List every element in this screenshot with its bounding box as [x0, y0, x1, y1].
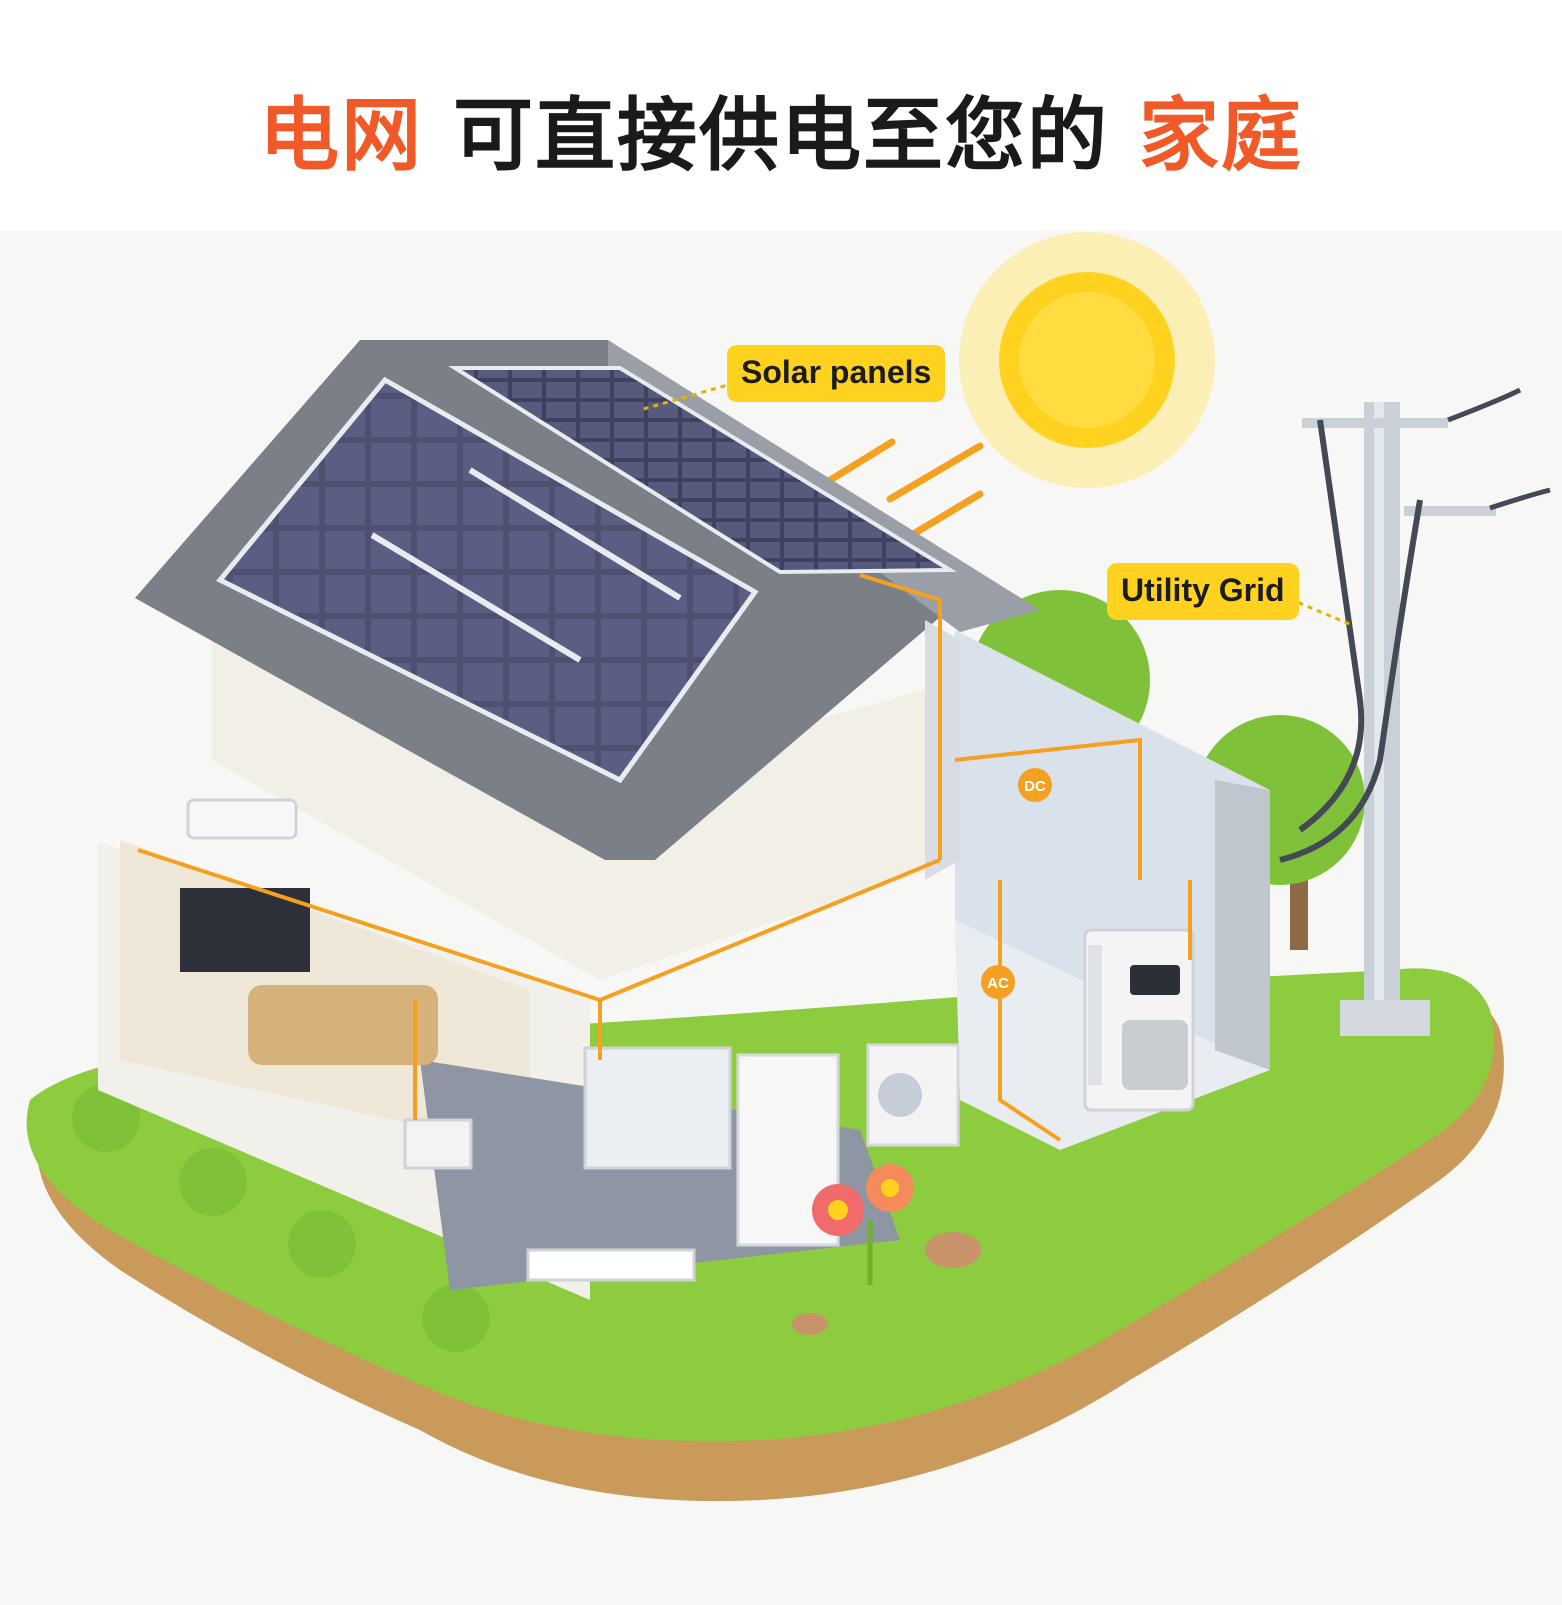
- house-wall-right: [1215, 780, 1270, 1070]
- solar-panel-near: [216, 376, 759, 784]
- wiring: [137, 573, 1192, 1142]
- headline: 电网 可直接供电至您的 家庭: [0, 92, 1562, 180]
- table-icon: [526, 1248, 696, 1282]
- house-side-wall: [925, 620, 960, 880]
- headline-accent-grid: 电网: [259, 89, 424, 182]
- headline-accent-home: 家庭: [1138, 89, 1303, 182]
- ac-badge: AC: [981, 965, 1015, 999]
- rock-icon: [792, 1313, 828, 1335]
- stove-icon: [583, 1046, 732, 1170]
- rock-icon: [925, 1232, 981, 1268]
- dc-label: DC: [1024, 778, 1046, 795]
- tv-icon: [180, 888, 310, 972]
- dc-badge: DC: [1018, 768, 1052, 802]
- microwave-icon: [403, 1118, 473, 1170]
- rocks: [792, 1232, 981, 1335]
- sofa-icon: [248, 985, 438, 1065]
- bush-icon: [179, 1148, 247, 1216]
- utility-grid-callout: Utility Grid: [1107, 563, 1299, 620]
- ac-label: AC: [987, 975, 1009, 992]
- headline-middle: 可直接供电至您的: [423, 89, 1139, 182]
- flower-icon: [812, 1164, 914, 1285]
- utility-pole-icon: [1279, 387, 1551, 1036]
- bushes: [72, 1084, 490, 1352]
- appliances: [180, 798, 960, 1282]
- solar-panel-far: [448, 366, 957, 575]
- solar-panels-callout: Solar panels: [727, 345, 946, 402]
- bush-icon: [72, 1084, 140, 1152]
- bush-icon: [422, 1284, 490, 1352]
- bush-icon: [288, 1210, 356, 1278]
- air-conditioner-icon: [186, 798, 298, 840]
- inverter-icon: [1083, 928, 1195, 1112]
- sun-icon: [959, 232, 1215, 488]
